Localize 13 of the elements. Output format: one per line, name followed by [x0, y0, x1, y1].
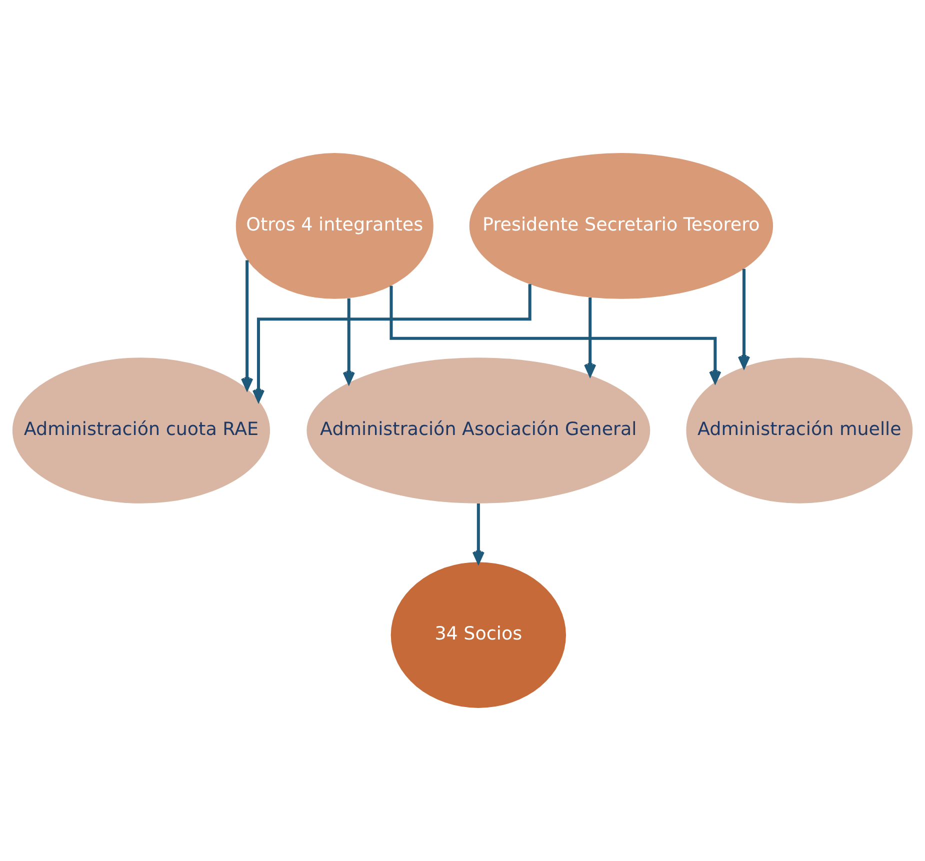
arrow	[738, 268, 750, 368]
node-ellipse: Administración Asociación General	[306, 358, 650, 504]
arrow	[390, 286, 722, 384]
arrow	[252, 284, 532, 402]
node-ellipse: 34 Socios	[390, 562, 566, 708]
node-ellipse: Presidente Secretario Tesorero	[469, 153, 774, 299]
node-ellipse: Administración cuota RAE	[12, 358, 270, 504]
node-ellipse: Administración muelle	[686, 358, 913, 504]
arrow	[342, 298, 355, 384]
arrow	[584, 298, 596, 376]
arrow	[240, 260, 254, 390]
node-ellipse: Otros 4 integrantes	[236, 153, 434, 299]
arrow	[472, 503, 484, 564]
